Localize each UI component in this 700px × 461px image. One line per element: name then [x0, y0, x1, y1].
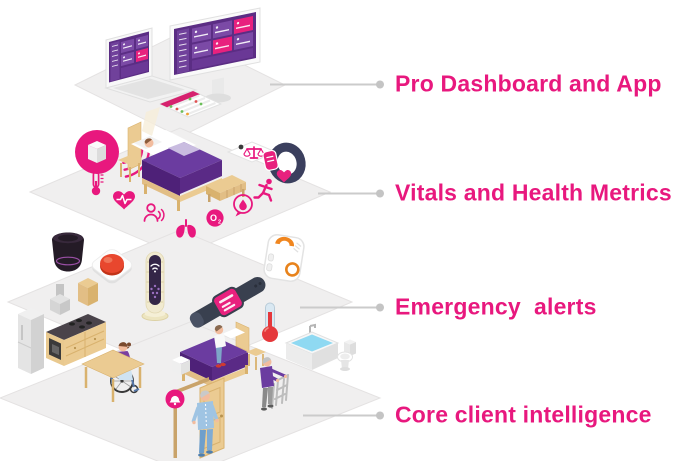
foot-bench [206, 175, 246, 202]
callout-pro-dashboard: Pro Dashboard and App [270, 70, 662, 97]
hydration-icon [233, 194, 253, 217]
heart-ecg-icon [113, 191, 135, 210]
sensor-tower [141, 251, 169, 321]
connector-dot [376, 303, 384, 311]
connector-line [300, 306, 377, 308]
fitness-band [262, 142, 306, 184]
medication-dispenser [263, 234, 305, 282]
smart-speaker [52, 232, 84, 272]
smartwatch [189, 277, 266, 328]
door-sensor-person [165, 377, 225, 459]
phone-app [159, 90, 222, 118]
emergency-button [91, 249, 133, 284]
connector-dot [376, 80, 384, 88]
label-core-client-intelligence: Core client intelligence [395, 401, 652, 428]
wheelchair-user-at-table [81, 342, 145, 402]
label-pro-dashboard-and-app: Pro Dashboard and App [395, 70, 662, 97]
sleeping-person [144, 138, 154, 148]
monitor-dashboard [169, 7, 261, 103]
laptop-dashboard [104, 27, 198, 103]
heart-icon [276, 169, 292, 183]
callout-emergency: Emergency alerts [300, 293, 597, 320]
pajama-person [191, 390, 219, 457]
bell-icon [169, 395, 181, 403]
sitting-person [214, 325, 226, 368]
nightstand [172, 356, 190, 375]
oxygen-icon: O 2 [206, 209, 224, 227]
label-vitals-and-health-metrics: Vitals and Health Metrics [395, 179, 672, 206]
connector-dot [376, 189, 384, 197]
svg-text:2: 2 [218, 220, 221, 226]
svg-text:O: O [210, 213, 217, 223]
bed-sleeping-person [118, 107, 246, 211]
lungs-icon [176, 219, 196, 238]
connector-dot [376, 411, 384, 419]
label-emergency-alerts: Emergency alerts [395, 293, 597, 320]
connector-line [303, 414, 377, 416]
walker-user [260, 357, 289, 411]
wifi-icon [150, 263, 160, 273]
toilet [337, 339, 356, 371]
callout-core-client: Core client intelligence [303, 401, 652, 428]
alert-bell [165, 377, 209, 458]
callout-vitals: Vitals and Health Metrics [318, 179, 672, 206]
bed-sitting-person [172, 321, 266, 394]
bedside-stool [118, 155, 142, 182]
activity-icon [253, 178, 273, 202]
thermometer-icon [91, 171, 104, 196]
bathtub [284, 323, 340, 370]
connector-line [270, 83, 377, 85]
connector-line [318, 192, 377, 194]
kitchen [17, 278, 106, 374]
status-dots [169, 97, 203, 116]
temperature-sensor [262, 302, 278, 342]
